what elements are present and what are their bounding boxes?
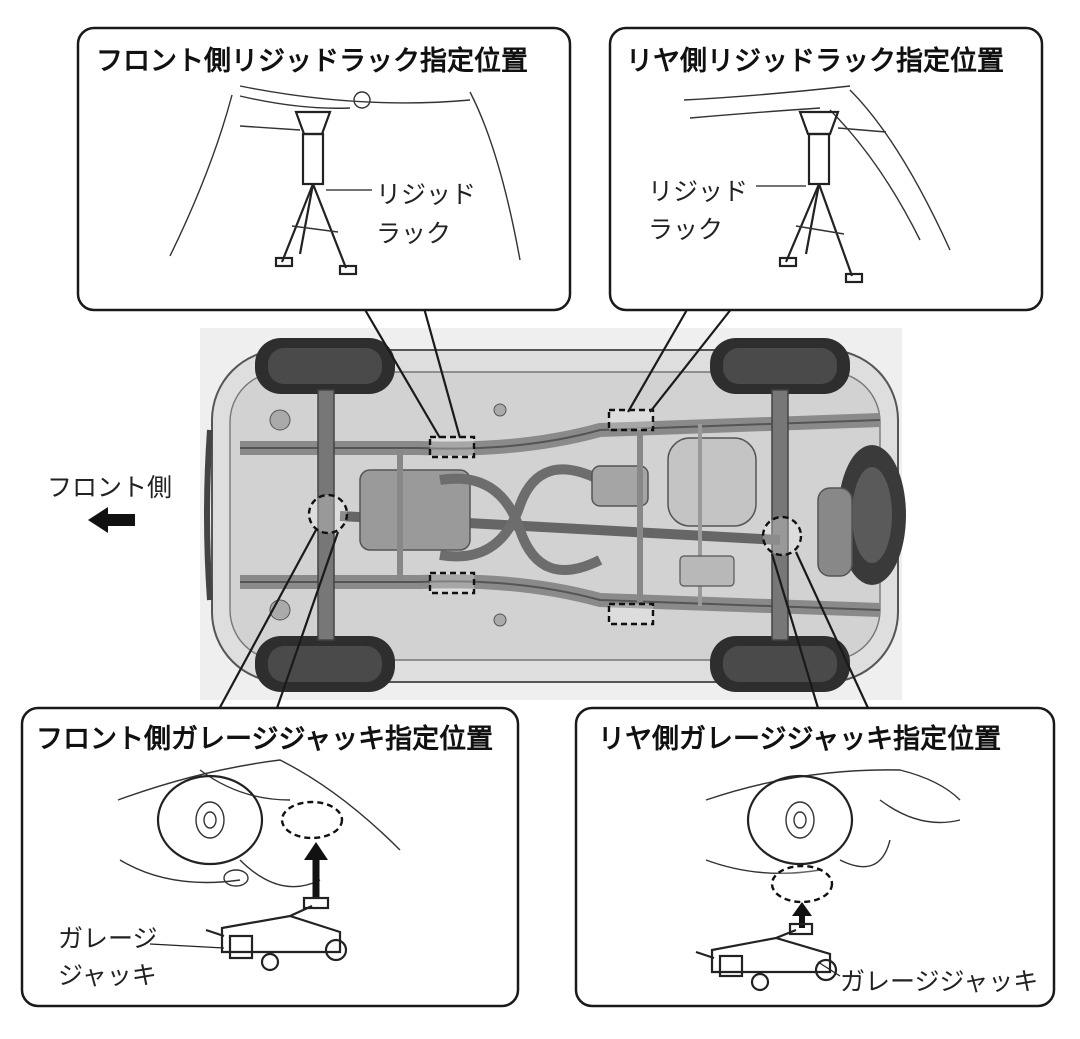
rear-jack-contact-point <box>770 864 834 904</box>
panel-rear-jack-title: リヤ側ガレージジャッキ指定位置 <box>598 723 1001 755</box>
panel-rear-rack: リヤ側リジッドラック指定位置 リジッド ラック <box>608 26 1044 312</box>
panel-front-jack-title: フロント側ガレージジャッキ指定位置 <box>36 723 493 755</box>
rigid-rack-rear-illustration <box>778 110 887 284</box>
panel-front-jack-label-line2: ジャッキ <box>58 961 157 990</box>
panel-front-rack-label-line1: リジッド <box>376 180 476 209</box>
panel-rear-rack-label-line2: ラック <box>648 215 723 244</box>
panel-rear-jack: リヤ側ガレージジャッキ指定位置 ガレージジャッキ <box>574 706 1056 1008</box>
front-rack-point-lower <box>428 571 476 595</box>
arrow-left-icon <box>88 507 135 533</box>
panel-front-jack: フロント側ガレージジャッキ指定位置 ガレージ ジャッキ <box>20 706 520 1008</box>
callout-lines <box>217 307 869 712</box>
muffler <box>591 465 649 507</box>
garage-jack-rear-illustration <box>695 922 838 992</box>
front-rack-point-upper <box>428 435 476 459</box>
panel-rear-rack-title: リヤ側リジッドラック指定位置 <box>626 45 1004 77</box>
front-jack-contact-point <box>280 800 344 840</box>
callout-front-jack <box>217 529 317 712</box>
rear-rack-point-upper <box>607 408 655 432</box>
vehicle-underbody <box>200 328 906 700</box>
panel-front-jack-label-line1: ガレージ <box>58 924 158 953</box>
panel-rear-jack-label: ガレージジャッキ <box>840 967 1038 996</box>
callout-front-rack <box>363 307 441 439</box>
rear-rack-point-lower <box>607 602 655 626</box>
panel-front-rack: フロント側リジッドラック指定位置 リジッド ラック <box>76 26 572 312</box>
panel-front-rack-title: フロント側リジッドラック指定位置 <box>96 45 528 77</box>
callout-rear-jack <box>795 551 869 709</box>
callout-rear-rack <box>649 307 733 413</box>
panel-rear-rack-label-line1: リジッド <box>648 177 748 206</box>
arrow-up-icon-rear <box>792 902 812 916</box>
rigid-rack-front-illustration <box>239 110 358 276</box>
front-jack-point <box>307 493 349 535</box>
panel-front-jack-frame <box>20 706 520 1008</box>
fuel-tank <box>667 437 757 527</box>
rear-jack-point <box>761 515 803 557</box>
direction-label: フロント側 <box>47 473 172 502</box>
panel-front-rack-label-line2: ラック <box>376 219 451 248</box>
direction-indicator: フロント側 <box>47 473 172 533</box>
arrow-up-icon <box>304 842 328 860</box>
